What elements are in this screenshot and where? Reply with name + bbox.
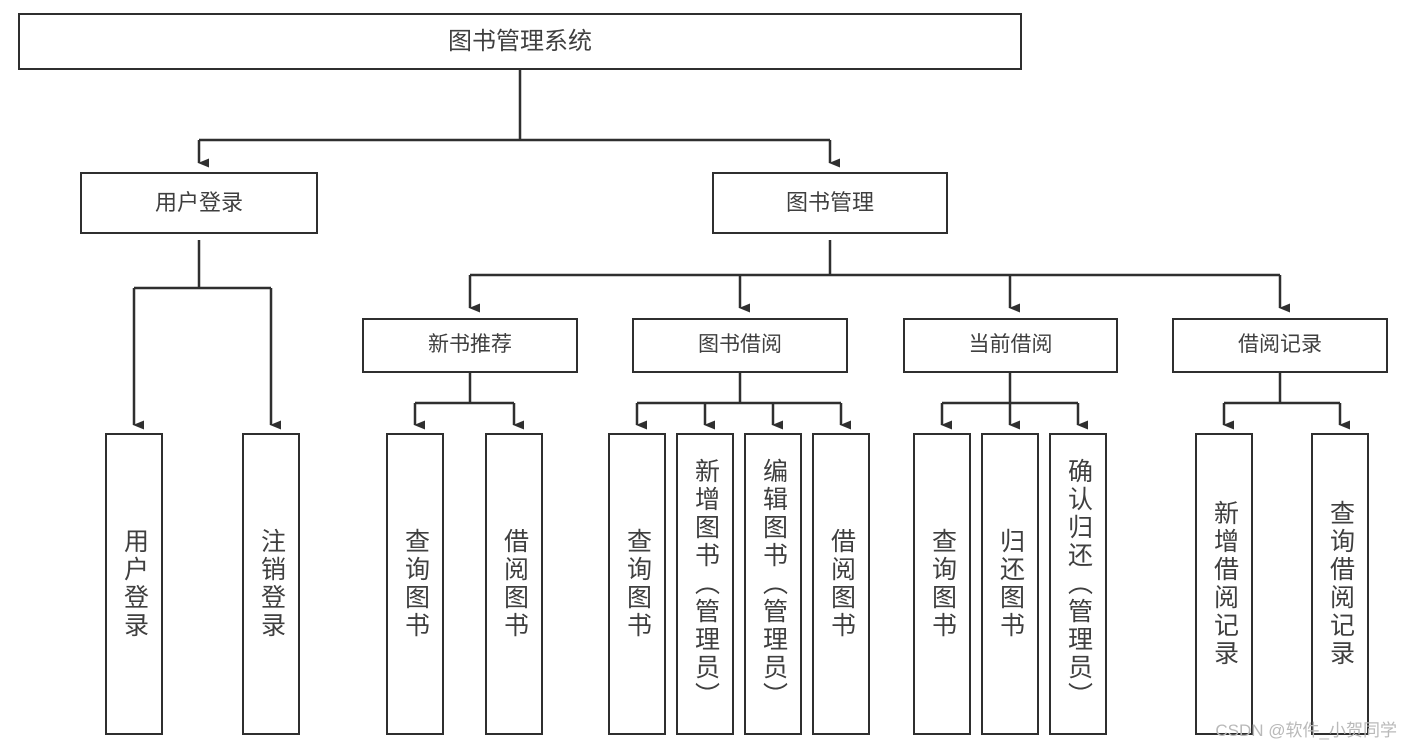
leaf-label: 查询借阅记录 — [1326, 500, 1355, 668]
node-current-borrow[interactable]: 当前借阅 — [903, 318, 1118, 373]
leaf-label: 归还图书 — [996, 528, 1025, 640]
leaf-query-book-borrow[interactable]: 查询图书 — [608, 433, 666, 735]
node-book-management[interactable]: 图书管理 — [712, 172, 948, 234]
node-root-book-management-system[interactable]: 图书管理系统 — [18, 13, 1022, 70]
node-label: 图书管理 — [785, 190, 874, 216]
leaf-query-book-recommend[interactable]: 查询图书 — [386, 433, 444, 735]
node-label: 借阅记录 — [1238, 333, 1322, 357]
leaf-logout[interactable]: 注销登录 — [242, 433, 300, 735]
leaf-label: 新增图书（管理员） — [691, 458, 720, 710]
node-label: 当前借阅 — [968, 333, 1053, 357]
leaf-return-book[interactable]: 归还图书 — [981, 433, 1039, 735]
leaf-confirm-return-admin[interactable]: 确认归还（管理员） — [1049, 433, 1107, 735]
leaf-borrow-book[interactable]: 借阅图书 — [812, 433, 870, 735]
leaf-borrow-book-recommend[interactable]: 借阅图书 — [485, 433, 543, 735]
leaf-label: 借阅图书 — [827, 528, 856, 640]
node-label: 图书管理系统 — [448, 27, 592, 55]
node-user-login[interactable]: 用户登录 — [80, 172, 318, 234]
leaf-label: 借阅图书 — [500, 528, 529, 640]
leaf-add-book-admin[interactable]: 新增图书（管理员） — [676, 433, 734, 735]
leaf-query-book-current[interactable]: 查询图书 — [913, 433, 971, 735]
node-borrow-records[interactable]: 借阅记录 — [1172, 318, 1388, 373]
leaf-label: 编辑图书（管理员） — [759, 458, 788, 710]
leaf-label: 新增借阅记录 — [1210, 500, 1239, 668]
leaf-label: 用户登录 — [120, 528, 149, 640]
leaf-query-borrow-record[interactable]: 查询借阅记录 — [1311, 433, 1369, 735]
node-book-borrow[interactable]: 图书借阅 — [632, 318, 848, 373]
leaf-label: 查询图书 — [928, 528, 957, 640]
node-label: 新书推荐 — [428, 333, 512, 357]
node-label: 图书借阅 — [698, 333, 782, 357]
leaf-label: 查询图书 — [401, 528, 430, 640]
leaf-user-login[interactable]: 用户登录 — [105, 433, 163, 735]
leaf-add-borrow-record[interactable]: 新增借阅记录 — [1195, 433, 1253, 735]
node-new-book-recommend[interactable]: 新书推荐 — [362, 318, 578, 373]
node-label: 用户登录 — [154, 190, 243, 216]
leaf-edit-book-admin[interactable]: 编辑图书（管理员） — [744, 433, 802, 735]
leaf-label: 查询图书 — [623, 528, 652, 640]
leaf-label: 确认归还（管理员） — [1064, 458, 1093, 710]
leaf-label: 注销登录 — [257, 528, 286, 640]
